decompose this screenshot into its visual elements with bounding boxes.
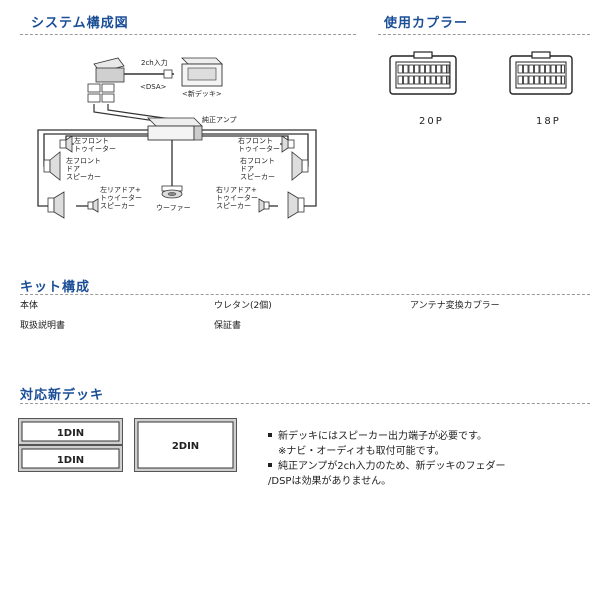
din1-top-label: 1DIN [57,428,84,439]
label-right-front-door-3: スピーカー [240,173,275,181]
section-title-system: システム構成図 [31,16,129,31]
label-woofer: ウーファー [156,204,191,212]
note-item: 純正アンプが2ch入力のため、新デッキのフェダー [268,459,588,474]
label-left-front-door-2: ドア [66,165,80,173]
label-new-deck: <新デッキ> [182,89,222,98]
kit-item-warranty: 保証書 [214,321,242,331]
note-navi-audio: ※ナビ・オーディオも取付可能です。 [278,446,445,457]
note-item: 新デッキにはスピーカー出力端子が必要です。 [268,429,588,444]
label-left-rear-2: トゥイーター [100,193,142,202]
label-dsa: <DSA> [140,83,167,91]
divider [20,403,590,404]
note-item: ※ナビ・オーディオも取付可能です。 [268,444,588,459]
coupler-20p-label: 20P [419,116,444,127]
woofer-icon [161,185,183,199]
system-diagram: 2ch入力 <DSA> <新デッキ> 純正アンプ [37,57,317,219]
new-deck-illustration [181,57,223,87]
label-right-rear-3: スピーカー [216,202,251,210]
label-left-front-tweeter-1: 左フロント [74,136,109,145]
coupler-18p-label: 18P [536,116,561,127]
dsa-unit-illustration [87,57,125,103]
right-front-tweeter-icon [281,135,295,153]
divider [378,34,590,35]
label-right-front-door-1: 右フロント [240,156,275,165]
kit-item-manual: 取扱説明書 [20,321,66,331]
section-title-coupler: 使用カプラー [384,16,469,31]
kit-item-antenna-coupler: アンテナ変換カプラー [410,301,500,311]
label-left-front-door-1: 左フロント [66,156,101,165]
note-fader-line1: 純正アンプが2ch入力のため、新デッキのフェダー [278,461,506,472]
label-right-rear-2: トゥイーター [216,193,258,202]
kit-item-urethane: ウレタン(2個) [214,301,272,311]
label-right-front-tweeter-2: トゥイーター [238,144,280,153]
label-factory-amp: 純正アンプ [202,115,237,124]
din1-slot-bottom: 1DIN [18,445,123,472]
note-speaker-output: 新デッキにはスピーカー出力端子が必要です。 [278,431,487,442]
left-front-tweeter-icon [59,135,73,153]
section-title-kit: キット構成 [20,280,91,295]
label-right-front-door-2: ドア [240,165,254,173]
left-rear-speaker-icon [47,191,99,219]
din1-bottom-label: 1DIN [57,455,84,466]
factory-amp-illustration [147,117,203,141]
label-left-front-door-3: スピーカー [66,173,101,181]
label-right-rear-1: 右リアドア+ [216,185,257,194]
right-front-door-speaker-icon [291,151,309,181]
label-left-rear-3: スピーカー [100,202,135,210]
label-right-front-tweeter-1: 右フロント [238,136,273,145]
coupler-20p-icon [389,51,457,95]
bullet-icon [268,433,272,437]
din2-slot: 2DIN [134,418,237,472]
divider [20,294,590,295]
left-front-door-speaker-icon [43,151,61,181]
bullet-icon [268,463,272,467]
din1-slot-top: 1DIN [18,418,123,445]
divider [20,34,356,35]
din2-label: 2DIN [172,441,199,452]
section-title-decks: 対応新デッキ [20,388,105,403]
label-left-rear-1: 左リアドア+ [100,185,141,194]
label-left-front-tweeter-2: トゥイーター [74,144,116,153]
note-fader-line2: /DSPは効果がありません。 [268,476,392,487]
kit-item-main-unit: 本体 [20,301,39,311]
compatibility-notes: 新デッキにはスピーカー出力端子が必要です。 ※ナビ・オーディオも取付可能です。 … [268,429,588,489]
label-2ch-input: 2ch入力 [141,58,168,67]
coupler-18p-icon [509,51,573,95]
note-item: /DSPは効果がありません。 [268,474,588,489]
right-rear-speaker-icon [258,191,305,219]
